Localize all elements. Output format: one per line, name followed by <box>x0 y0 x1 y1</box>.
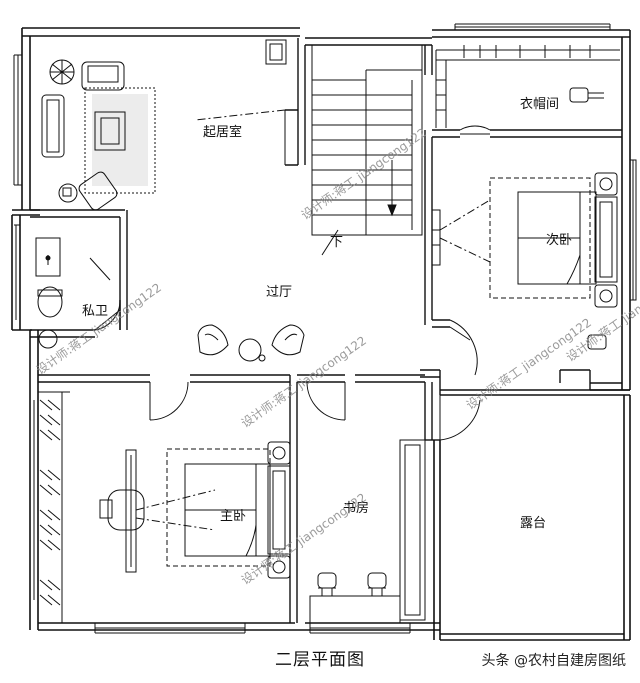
source-credit: 头条 @农村自建房图纸 <box>481 653 626 669</box>
living-furniture <box>41 39 287 211</box>
room-label-private-bath: 私卫 <box>82 304 108 319</box>
master-bedroom-furniture <box>38 391 291 623</box>
room-label-master-bedroom: 主卧 <box>220 509 246 524</box>
room-label-second-bedroom: 次卧 <box>546 232 572 248</box>
watermark-5: 设计师:蒋工 jiangcong122 <box>239 490 369 587</box>
windows <box>13 23 637 634</box>
room-label-living: 起居室 <box>203 124 242 140</box>
doors <box>94 110 491 441</box>
room-label-study: 书房 <box>343 500 369 516</box>
cloakroom-furniture <box>435 45 620 128</box>
watermark-2: 设计师:蒋工 jiangcong122 <box>34 280 164 377</box>
room-label-cloakroom: 衣帽间 <box>520 96 559 112</box>
second-bedroom-furniture <box>432 172 618 350</box>
watermark-3: 设计师:蒋工 jiangcong122 <box>464 315 594 412</box>
bath-fixtures <box>35 237 111 349</box>
room-label-terrace: 露台 <box>520 516 546 531</box>
study-furniture <box>309 439 426 624</box>
plan-title: 二层平面图 <box>275 650 365 670</box>
stairs-down-label: 下 <box>330 235 343 250</box>
room-label-hall: 过厅 <box>266 285 292 300</box>
staircase <box>311 44 423 256</box>
hall-furniture <box>197 324 305 362</box>
